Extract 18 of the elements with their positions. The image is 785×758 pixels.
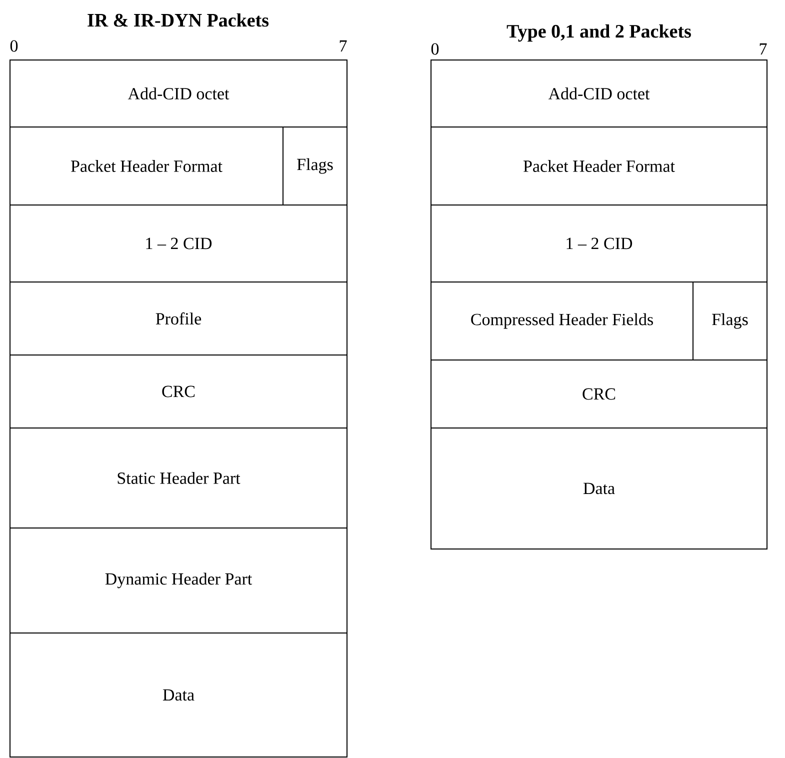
- field-box: Flags: [282, 126, 348, 206]
- field-box: Data: [430, 428, 768, 550]
- field-box: 1 – 2 CID: [10, 204, 348, 282]
- field-box: CRC: [430, 360, 768, 428]
- field-box: Add-CID octet: [10, 60, 348, 128]
- title: IR & IR-DYN Packets: [88, 13, 269, 27]
- field-box: Profile: [10, 282, 348, 356]
- field-box: Flags: [692, 282, 768, 360]
- field-box: Dynamic Header Part: [10, 528, 348, 634]
- field-box: Static Header Part: [10, 428, 348, 528]
- field-box: 1 – 2 CID: [430, 204, 768, 282]
- field-box: Packet Header Format: [10, 126, 284, 206]
- field-box: Add-CID octet: [430, 60, 768, 128]
- title: Type 0,1 and 2 Packets: [506, 24, 691, 42]
- field-box: Compressed Header Fields: [430, 282, 694, 360]
- field-box: Packet Header Format: [430, 126, 768, 206]
- field-box: Data: [10, 632, 348, 758]
- field-box: CRC: [10, 354, 348, 428]
